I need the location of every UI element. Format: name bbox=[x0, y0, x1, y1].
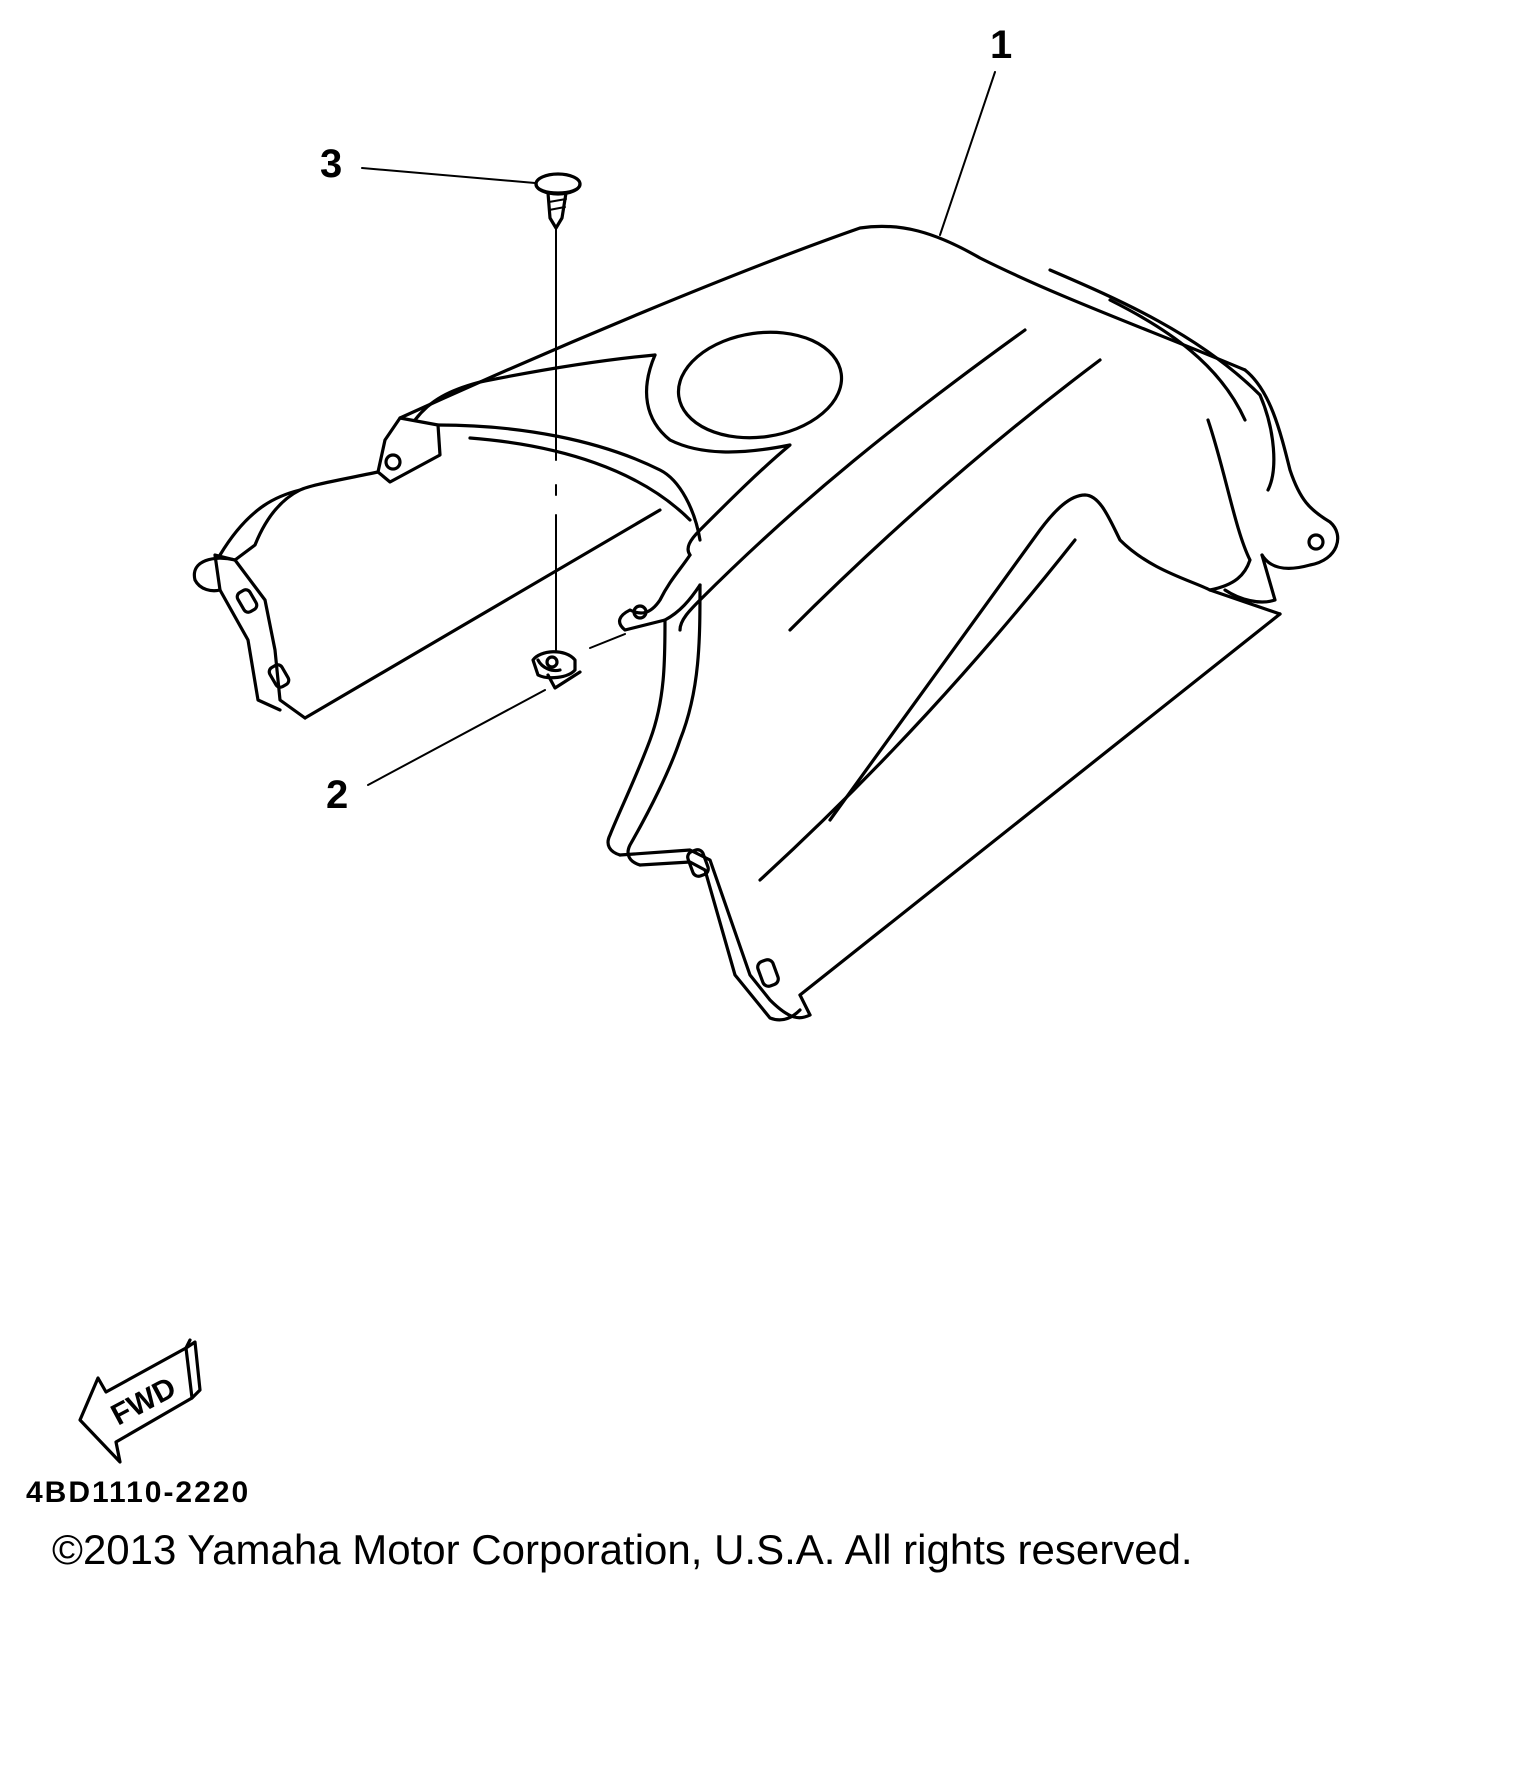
callout-1: 1 bbox=[990, 23, 1012, 67]
leader-line-3 bbox=[361, 167, 536, 184]
callout-2: 2 bbox=[326, 773, 348, 817]
clip-position-line bbox=[589, 633, 626, 649]
screw-part bbox=[534, 172, 582, 230]
leader-line-2 bbox=[367, 689, 546, 786]
fwd-label: FWD bbox=[106, 1371, 182, 1432]
callout-3: 3 bbox=[320, 142, 342, 186]
clip-nut-part bbox=[531, 650, 582, 690]
drawing-code: 4BD1110-2220 bbox=[26, 1476, 251, 1509]
copyright-text: ©2013 Yamaha Motor Corporation, U.S.A. A… bbox=[52, 1526, 1193, 1573]
forward-arrow-icon: FWD bbox=[78, 1338, 202, 1464]
tank-cover-part bbox=[192, 224, 1340, 1022]
leader-line-1 bbox=[939, 71, 996, 236]
